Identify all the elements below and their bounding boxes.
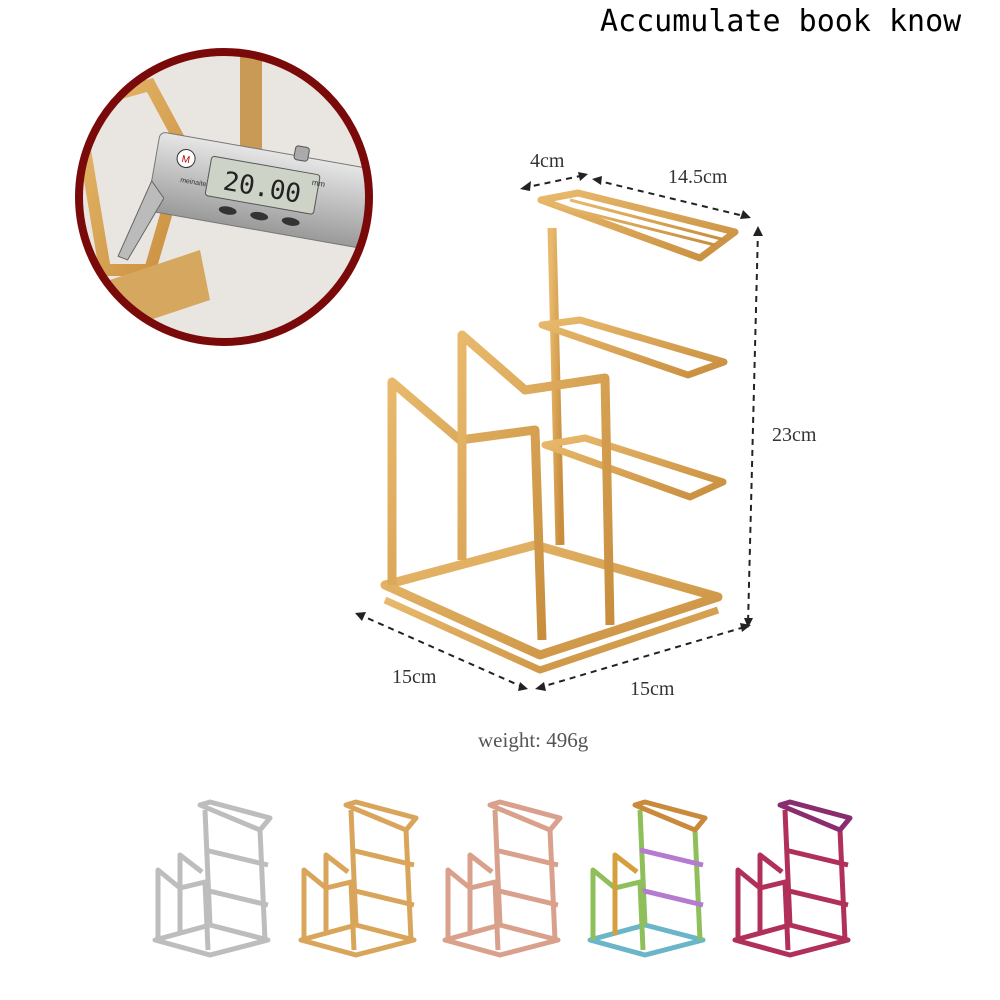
dimension-lines [357, 174, 759, 689]
caliper-logo-icon: M [181, 154, 191, 166]
variant-gold [298, 799, 419, 958]
dim-line-4cm [522, 174, 586, 189]
caliper-inset-border [75, 48, 373, 346]
variant-rainbow [587, 799, 708, 958]
caliper-unit: mm [311, 178, 326, 189]
dimension-arrowheads [355, 172, 763, 691]
dim-label-depth-top: 4cm [530, 150, 565, 172]
watermark-text: Accumulate book know [600, 4, 962, 39]
variant-rose-gold [442, 799, 563, 958]
weight-label: weight: 496g [478, 728, 589, 752]
dim-label-height: 23cm [772, 424, 817, 446]
dim-label-depth-base: 15cm [392, 666, 437, 688]
main-rack [380, 189, 739, 674]
color-variants [152, 799, 853, 958]
caliper-brand: meinaite [180, 177, 207, 189]
dim-label-width-top: 14.5cm [668, 166, 728, 188]
dim-line-15cm-left [357, 613, 526, 689]
caliper-inset: 20.00 mm M meinaite [79, 52, 369, 342]
dim-line-23cm [747, 229, 759, 625]
variant-purple-red [732, 799, 853, 958]
dim-line-15cm-right [537, 625, 749, 689]
dim-line-14-5cm [594, 179, 749, 218]
dim-label-width-base: 15cm [630, 678, 675, 700]
variant-silver [152, 799, 273, 958]
